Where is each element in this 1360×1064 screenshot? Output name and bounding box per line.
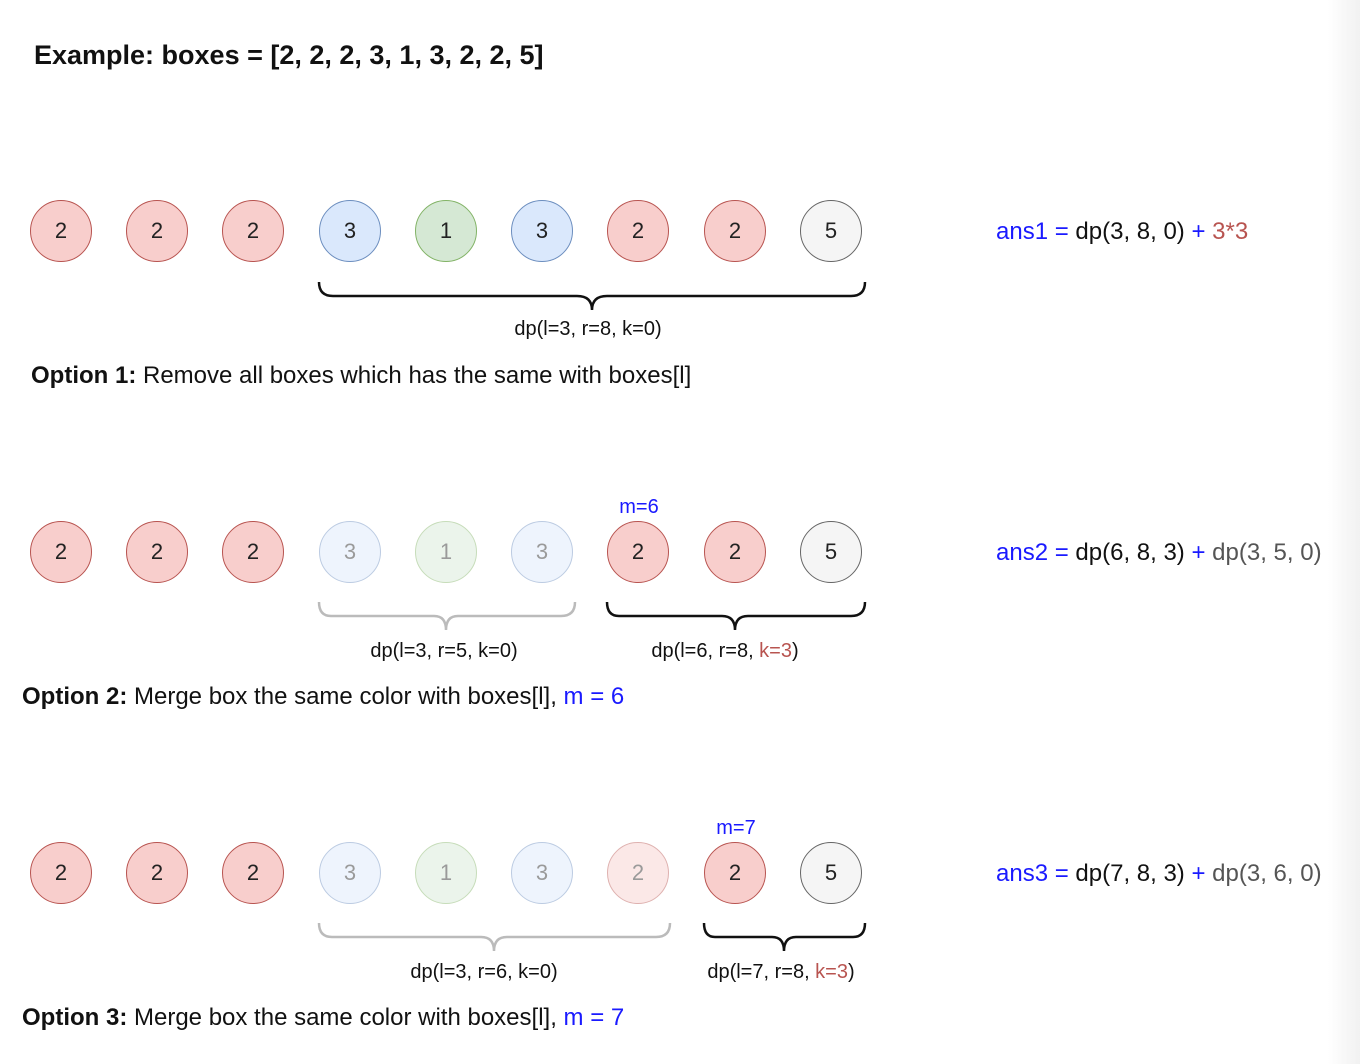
box-9: 5	[800, 842, 862, 904]
brace-dp-3-6	[317, 922, 672, 952]
brace-label-dp-3-6: dp(l=3, r=6, k=0)	[410, 961, 558, 983]
ans2-formula: ans2 = dp(6, 8, 3) + dp(3, 5, 0)	[996, 539, 1322, 566]
right-edge-shadow	[1328, 0, 1360, 1064]
brace-dp-7-8	[702, 922, 867, 952]
box-3: 2	[222, 200, 284, 262]
brace-dp-3-5	[317, 601, 577, 631]
box-9: 5	[800, 200, 862, 262]
box-1: 2	[30, 842, 92, 904]
m-label: m=6	[619, 496, 659, 518]
box-9: 5	[800, 521, 862, 583]
box-1: 2	[30, 200, 92, 262]
box-5: 1	[415, 200, 477, 262]
brace-dp-3-8	[317, 281, 867, 311]
box-7: 2	[607, 200, 669, 262]
box-5: 1	[415, 842, 477, 904]
ans1-formula: ans1 = dp(3, 8, 0) + 3*3	[996, 218, 1249, 245]
box-6: 3	[511, 200, 573, 262]
box-6: 3	[511, 521, 573, 583]
box-3: 2	[222, 842, 284, 904]
brace-label-dp-7-8: dp(l=7, r=8, k=3)	[707, 961, 855, 983]
box-8: 2	[704, 842, 766, 904]
box-4: 3	[319, 521, 381, 583]
m-label: m=7	[716, 817, 756, 839]
box-8: 2	[704, 200, 766, 262]
brace-label-dp-3-5: dp(l=3, r=5, k=0)	[370, 640, 518, 662]
box-1: 2	[30, 521, 92, 583]
brace-label-dp-3-8: dp(l=3, r=8, k=0)	[514, 318, 662, 340]
page-title: Example: boxes = [2, 2, 2, 3, 1, 3, 2, 2…	[34, 40, 544, 70]
box-5: 1	[415, 521, 477, 583]
ans3-formula: ans3 = dp(7, 8, 3) + dp(3, 6, 0)	[996, 860, 1322, 887]
box-2: 2	[126, 842, 188, 904]
box-8: 2	[704, 521, 766, 583]
box-4: 3	[319, 200, 381, 262]
option-2-description: Option 2: Merge box the same color with …	[22, 683, 625, 710]
box-2: 2	[126, 521, 188, 583]
box-3: 2	[222, 521, 284, 583]
option-1-description: Option 1: Remove all boxes which has the…	[31, 362, 692, 389]
box-4: 3	[319, 842, 381, 904]
box-7: 2	[607, 521, 669, 583]
box-7: 2	[607, 842, 669, 904]
brace-dp-6-8	[605, 601, 867, 631]
option-3-description: Option 3: Merge box the same color with …	[22, 1004, 625, 1031]
brace-label-dp-6-8: dp(l=6, r=8, k=3)	[651, 640, 799, 662]
box-6: 3	[511, 842, 573, 904]
box-2: 2	[126, 200, 188, 262]
